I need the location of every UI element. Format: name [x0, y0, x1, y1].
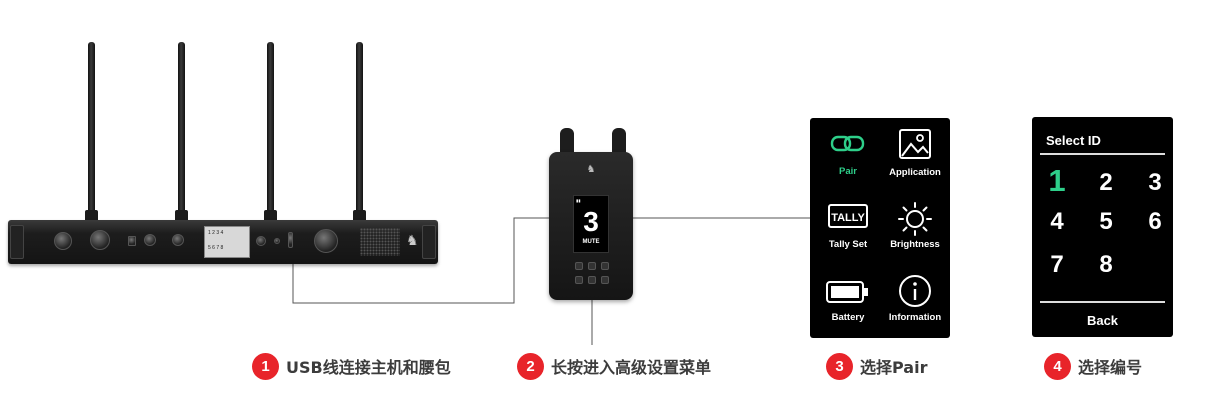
menu-item-pair: Pair [813, 132, 883, 192]
menu-label-application: Application [889, 167, 941, 178]
divider [1040, 153, 1165, 155]
brand-logo-icon: ♞ [586, 164, 596, 175]
step-4: 4 选择编号 [1044, 352, 1142, 380]
menu-item-battery: Battery [813, 278, 883, 338]
id-option-7: 7 [1050, 251, 1064, 278]
image-icon [899, 129, 931, 159]
step-number-badge: 4 [1044, 352, 1071, 380]
beltpack-button [575, 262, 583, 270]
usb-port [288, 232, 293, 248]
id-option-4: 4 [1050, 208, 1064, 235]
step-text: 选择Pair [860, 358, 928, 377]
beltpack-button [601, 276, 609, 284]
back-button-label: Back [1086, 313, 1119, 328]
power-button [54, 232, 72, 250]
rack-ear [422, 225, 436, 259]
menu-item-brightness: Brightness [880, 202, 950, 266]
menu-label-pair: Pair [839, 166, 857, 177]
beltpack-button [588, 262, 596, 270]
xlr-connector [90, 230, 110, 250]
sun-icon [898, 202, 932, 236]
signal-icon: ▮▮ [576, 198, 581, 203]
id-option-8: 8 [1099, 251, 1113, 278]
menu-item-application: Application [880, 128, 950, 192]
rack-front-panel: 1 2 3 4 5 6 7 8 ♞ [8, 220, 438, 264]
antenna [267, 42, 274, 222]
beltpack-screen: ▮▮ 3 MUTE [573, 195, 609, 253]
step-number-badge: 1 [252, 352, 279, 380]
step-number-badge: 2 [517, 352, 544, 380]
step-text: USB线连接主机和腰包 [286, 358, 451, 377]
step-number-badge: 3 [826, 352, 853, 380]
divider [1040, 301, 1165, 303]
tally-badge-text: TALLY [831, 212, 865, 224]
usb-cable-line [292, 217, 573, 304]
speaker-grille [360, 228, 400, 256]
id-option-5: 5 [1099, 208, 1113, 235]
step-text: 选择编号 [1078, 358, 1143, 377]
id-option-3: 3 [1148, 169, 1162, 196]
headphone-jack [144, 234, 156, 246]
volume-knob [314, 229, 338, 253]
button [172, 234, 184, 246]
rack-ear [10, 225, 24, 259]
link-icon [830, 135, 865, 152]
beltpack-button [575, 276, 583, 284]
tally-icon: TALLY [828, 204, 868, 228]
antenna [356, 42, 363, 222]
menu-label-information: Information [888, 312, 942, 323]
id-option-6: 6 [1148, 208, 1162, 235]
menu-label-tally-set: Tally Set [828, 239, 868, 250]
beltpack-button [588, 276, 596, 284]
channel-display: 1 2 3 4 5 6 7 8 [204, 226, 250, 258]
step-text: 长按进入高级设置菜单 [551, 358, 712, 377]
menu-label-brightness: Brightness [890, 239, 940, 250]
select-id-screen: Select ID 1 2 3 4 5 6 7 8 Back [1032, 117, 1173, 337]
step-3: 3 选择Pair [826, 352, 927, 380]
beltpack-button [601, 262, 609, 270]
info-icon [899, 275, 931, 307]
menu-label-battery: Battery [831, 312, 865, 323]
antenna [178, 42, 185, 222]
advanced-menu-screen: Pair Application TALLY Tally Set [810, 118, 950, 338]
antenna [88, 42, 95, 222]
select-id-title: Select ID [1046, 133, 1101, 148]
mute-status: MUTE [582, 239, 600, 245]
beltpack-id: 3 [583, 206, 599, 237]
step-2: 2 长按进入高级设置菜单 [517, 352, 711, 380]
id-option-1: 1 [1048, 163, 1066, 198]
led [274, 238, 280, 244]
switch [128, 236, 136, 246]
battery-icon [826, 281, 868, 303]
brand-logo-icon: ♞ [406, 232, 419, 248]
id-option-2: 2 [1099, 169, 1113, 196]
menu-item-information: Information [880, 274, 950, 338]
menu-item-tally-set: TALLY Tally Set [813, 204, 883, 268]
button [256, 236, 266, 246]
step-1: 1 USB线连接主机和腰包 [252, 352, 451, 380]
